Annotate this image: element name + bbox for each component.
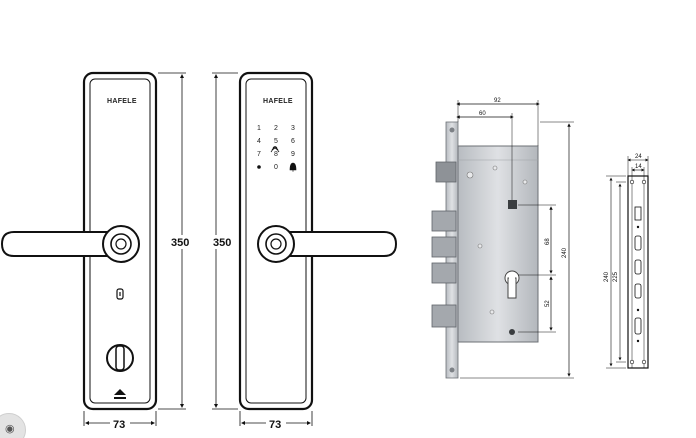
front-eject-icon — [114, 389, 126, 399]
keypad: 1 2 3 4 5 6 7 8 9 0 — [257, 125, 297, 172]
keypad-key: 5 — [274, 138, 278, 145]
mortise-60-dim-label: 60 — [479, 111, 486, 117]
strike-14-dim-label: 14 — [635, 164, 642, 170]
keypad-key: 6 — [291, 138, 295, 145]
keypad-key: 9 — [291, 151, 295, 158]
strike-slot-2 — [634, 235, 642, 251]
bell-icon — [289, 162, 297, 172]
faceplate-screw-bottom — [449, 367, 455, 373]
back-lock-brand: HAFELE — [263, 98, 293, 105]
back-lever-hub — [265, 233, 287, 255]
keypad-key: 7 — [257, 151, 261, 158]
front-lock-brand: HAFELE — [107, 98, 137, 105]
fingerprint-icon — [270, 146, 280, 153]
keypad-key: 3 — [291, 125, 295, 132]
faceplate-screw-top — [449, 127, 455, 133]
back-lever-pin — [270, 238, 282, 250]
mortise-68-dim-label: 68 — [545, 238, 551, 245]
back-lever-handle — [267, 231, 398, 257]
mortise-52-dim-label: 52 — [545, 300, 551, 307]
mortise-lock-view: 92 60 240 68 52 — [431, 98, 574, 379]
strike-240-dim-label: 240 — [604, 271, 610, 282]
front-thumb-turn — [106, 344, 134, 372]
deadbolt-2 — [431, 236, 457, 258]
strike-slot-4 — [634, 283, 642, 299]
lock-dot-icon — [257, 165, 261, 169]
front-width-dim-label: 73 — [113, 419, 125, 431]
strike-hole-bottom-right — [641, 359, 647, 365]
strike-hole-top-right — [641, 179, 647, 185]
mortise-case — [457, 145, 539, 343]
latch-bolt — [435, 161, 457, 183]
strike-slot-3 — [634, 259, 642, 275]
case-screw — [509, 329, 515, 335]
keypad-key: 8 — [274, 151, 278, 158]
deadbolt-4 — [431, 304, 457, 328]
strike-slot-5 — [634, 317, 642, 335]
front-key-slot-icon — [116, 288, 124, 300]
follower-square — [508, 200, 517, 209]
camera-icon: ◉ — [5, 423, 15, 435]
mortise-240-dim-label: 240 — [562, 247, 568, 258]
back-lock-view: HAFELE 1 2 3 4 5 6 7 8 9 0 350 — [211, 71, 398, 431]
front-lever-handle — [0, 231, 113, 257]
cylinder-cutout — [504, 270, 520, 299]
mortise-92-dim-label: 92 — [494, 98, 501, 104]
strike-24-dim-label: 24 — [635, 154, 642, 160]
back-width-dim-label: 73 — [269, 419, 281, 431]
keypad-key: 2 — [274, 125, 278, 132]
front-lever-pin — [115, 238, 127, 250]
deadbolt-3 — [431, 262, 457, 284]
front-height-dim-label: 350 — [171, 237, 189, 249]
strike-plate-view: 24 14 240 225 — [604, 154, 649, 369]
deadbolt-1 — [431, 210, 457, 232]
strike-hole-top-left — [629, 179, 635, 185]
strike-hole-bottom-left — [629, 359, 635, 365]
strike-225-dim-label: 225 — [613, 271, 619, 282]
keypad-key: 1 — [257, 125, 261, 132]
front-lock-view: HAFELE 350 73 — [0, 71, 194, 431]
back-height-dim-label: 350 — [213, 237, 231, 249]
strike-slot-1 — [634, 206, 642, 221]
front-lever-hub — [110, 233, 132, 255]
keypad-key: 0 — [274, 164, 278, 171]
keypad-key: 4 — [257, 138, 261, 145]
